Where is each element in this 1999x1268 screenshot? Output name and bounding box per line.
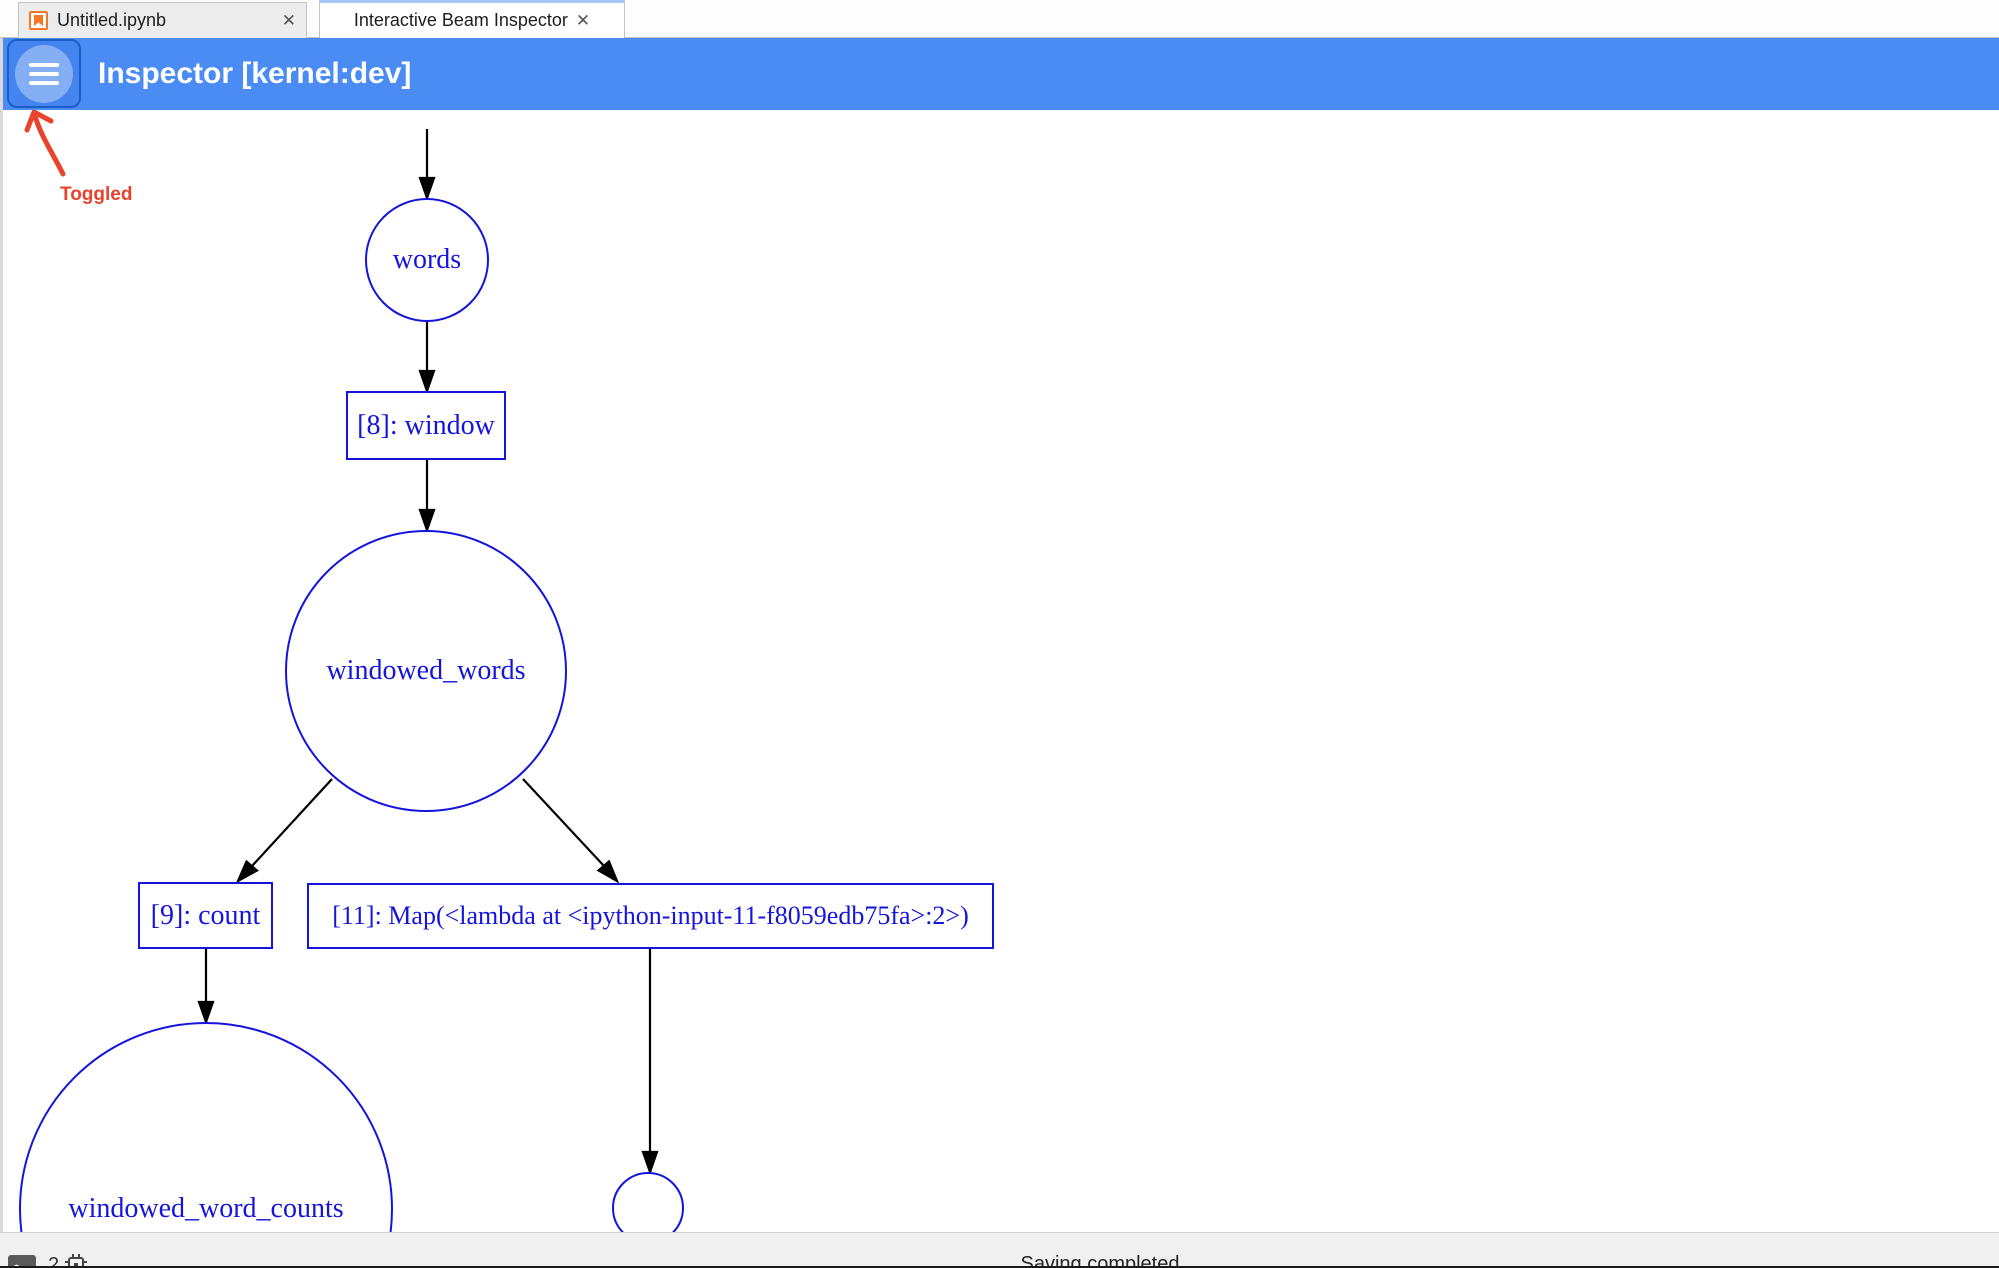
annotation-arrow xyxy=(24,109,66,177)
graph-node-output-pcollection[interactable] xyxy=(612,1172,684,1232)
hamburger-menu-icon xyxy=(15,44,73,103)
arrowhead xyxy=(235,859,259,884)
node-label: words xyxy=(392,244,462,275)
graph-node-map-transform[interactable]: [11]: Map(<lambda at <ipython-input-11-f… xyxy=(307,883,994,949)
terminal-icon: $ xyxy=(8,1254,36,1266)
terminal-status-item[interactable]: $ 2 xyxy=(8,1254,60,1268)
notebook-icon xyxy=(29,11,48,30)
tab-interactive-beam-inspector[interactable]: Interactive Beam Inspector ✕ xyxy=(319,0,625,38)
tab-label: Interactive Beam Inspector xyxy=(353,10,568,30)
node-label: [11]: Map(<lambda at <ipython-input-11-f… xyxy=(332,901,969,930)
arrowhead xyxy=(641,1150,659,1176)
graph-node-words[interactable]: words xyxy=(365,198,489,322)
close-icon[interactable]: ✕ xyxy=(281,11,296,30)
node-label: windowed_words xyxy=(326,655,526,686)
arrowhead xyxy=(596,859,620,884)
tab-bar: Untitled.ipynb ✕ Interactive Beam Inspec… xyxy=(0,0,1999,38)
inspector-header: Inspector [kernel:dev] xyxy=(0,38,1999,110)
status-bar: $ 2 Saving completed xyxy=(0,1232,1999,1268)
annotation-label: Toggled xyxy=(60,184,133,205)
kernel-status-item[interactable] xyxy=(64,1253,88,1266)
node-label: windowed_word_counts xyxy=(68,1193,344,1224)
edge-windowedwords-to-map xyxy=(522,778,605,867)
arrowhead xyxy=(418,369,436,395)
arrowhead xyxy=(418,508,436,534)
node-label: [9]: count xyxy=(150,899,261,931)
close-icon[interactable]: ✕ xyxy=(575,11,591,30)
graph-node-windowed-words[interactable]: windowed_words xyxy=(285,530,567,812)
arrowhead xyxy=(418,176,436,202)
page-title: Inspector [kernel:dev] xyxy=(98,57,412,90)
tab-label: Untitled.ipynb xyxy=(57,10,167,30)
graph-edges xyxy=(24,109,659,1176)
hamburger-menu-button[interactable] xyxy=(7,39,81,108)
edge-windowedwords-to-count xyxy=(251,778,333,867)
tab-untitled-notebook[interactable]: Untitled.ipynb ✕ xyxy=(18,2,307,38)
left-edge-divider xyxy=(0,38,3,1232)
chip-icon xyxy=(65,1254,87,1266)
graph-node-window-transform[interactable]: [8]: window xyxy=(346,391,506,460)
terminal-count: 2 xyxy=(48,1254,60,1268)
status-message: Saving completed xyxy=(1020,1253,1180,1268)
graph-node-count-transform[interactable]: [9]: count xyxy=(138,882,273,949)
graph-canvas: words [8]: window windowed_words [9]: co… xyxy=(19,109,994,1232)
arrowhead xyxy=(197,1000,215,1026)
node-label: [8]: window xyxy=(357,409,495,441)
